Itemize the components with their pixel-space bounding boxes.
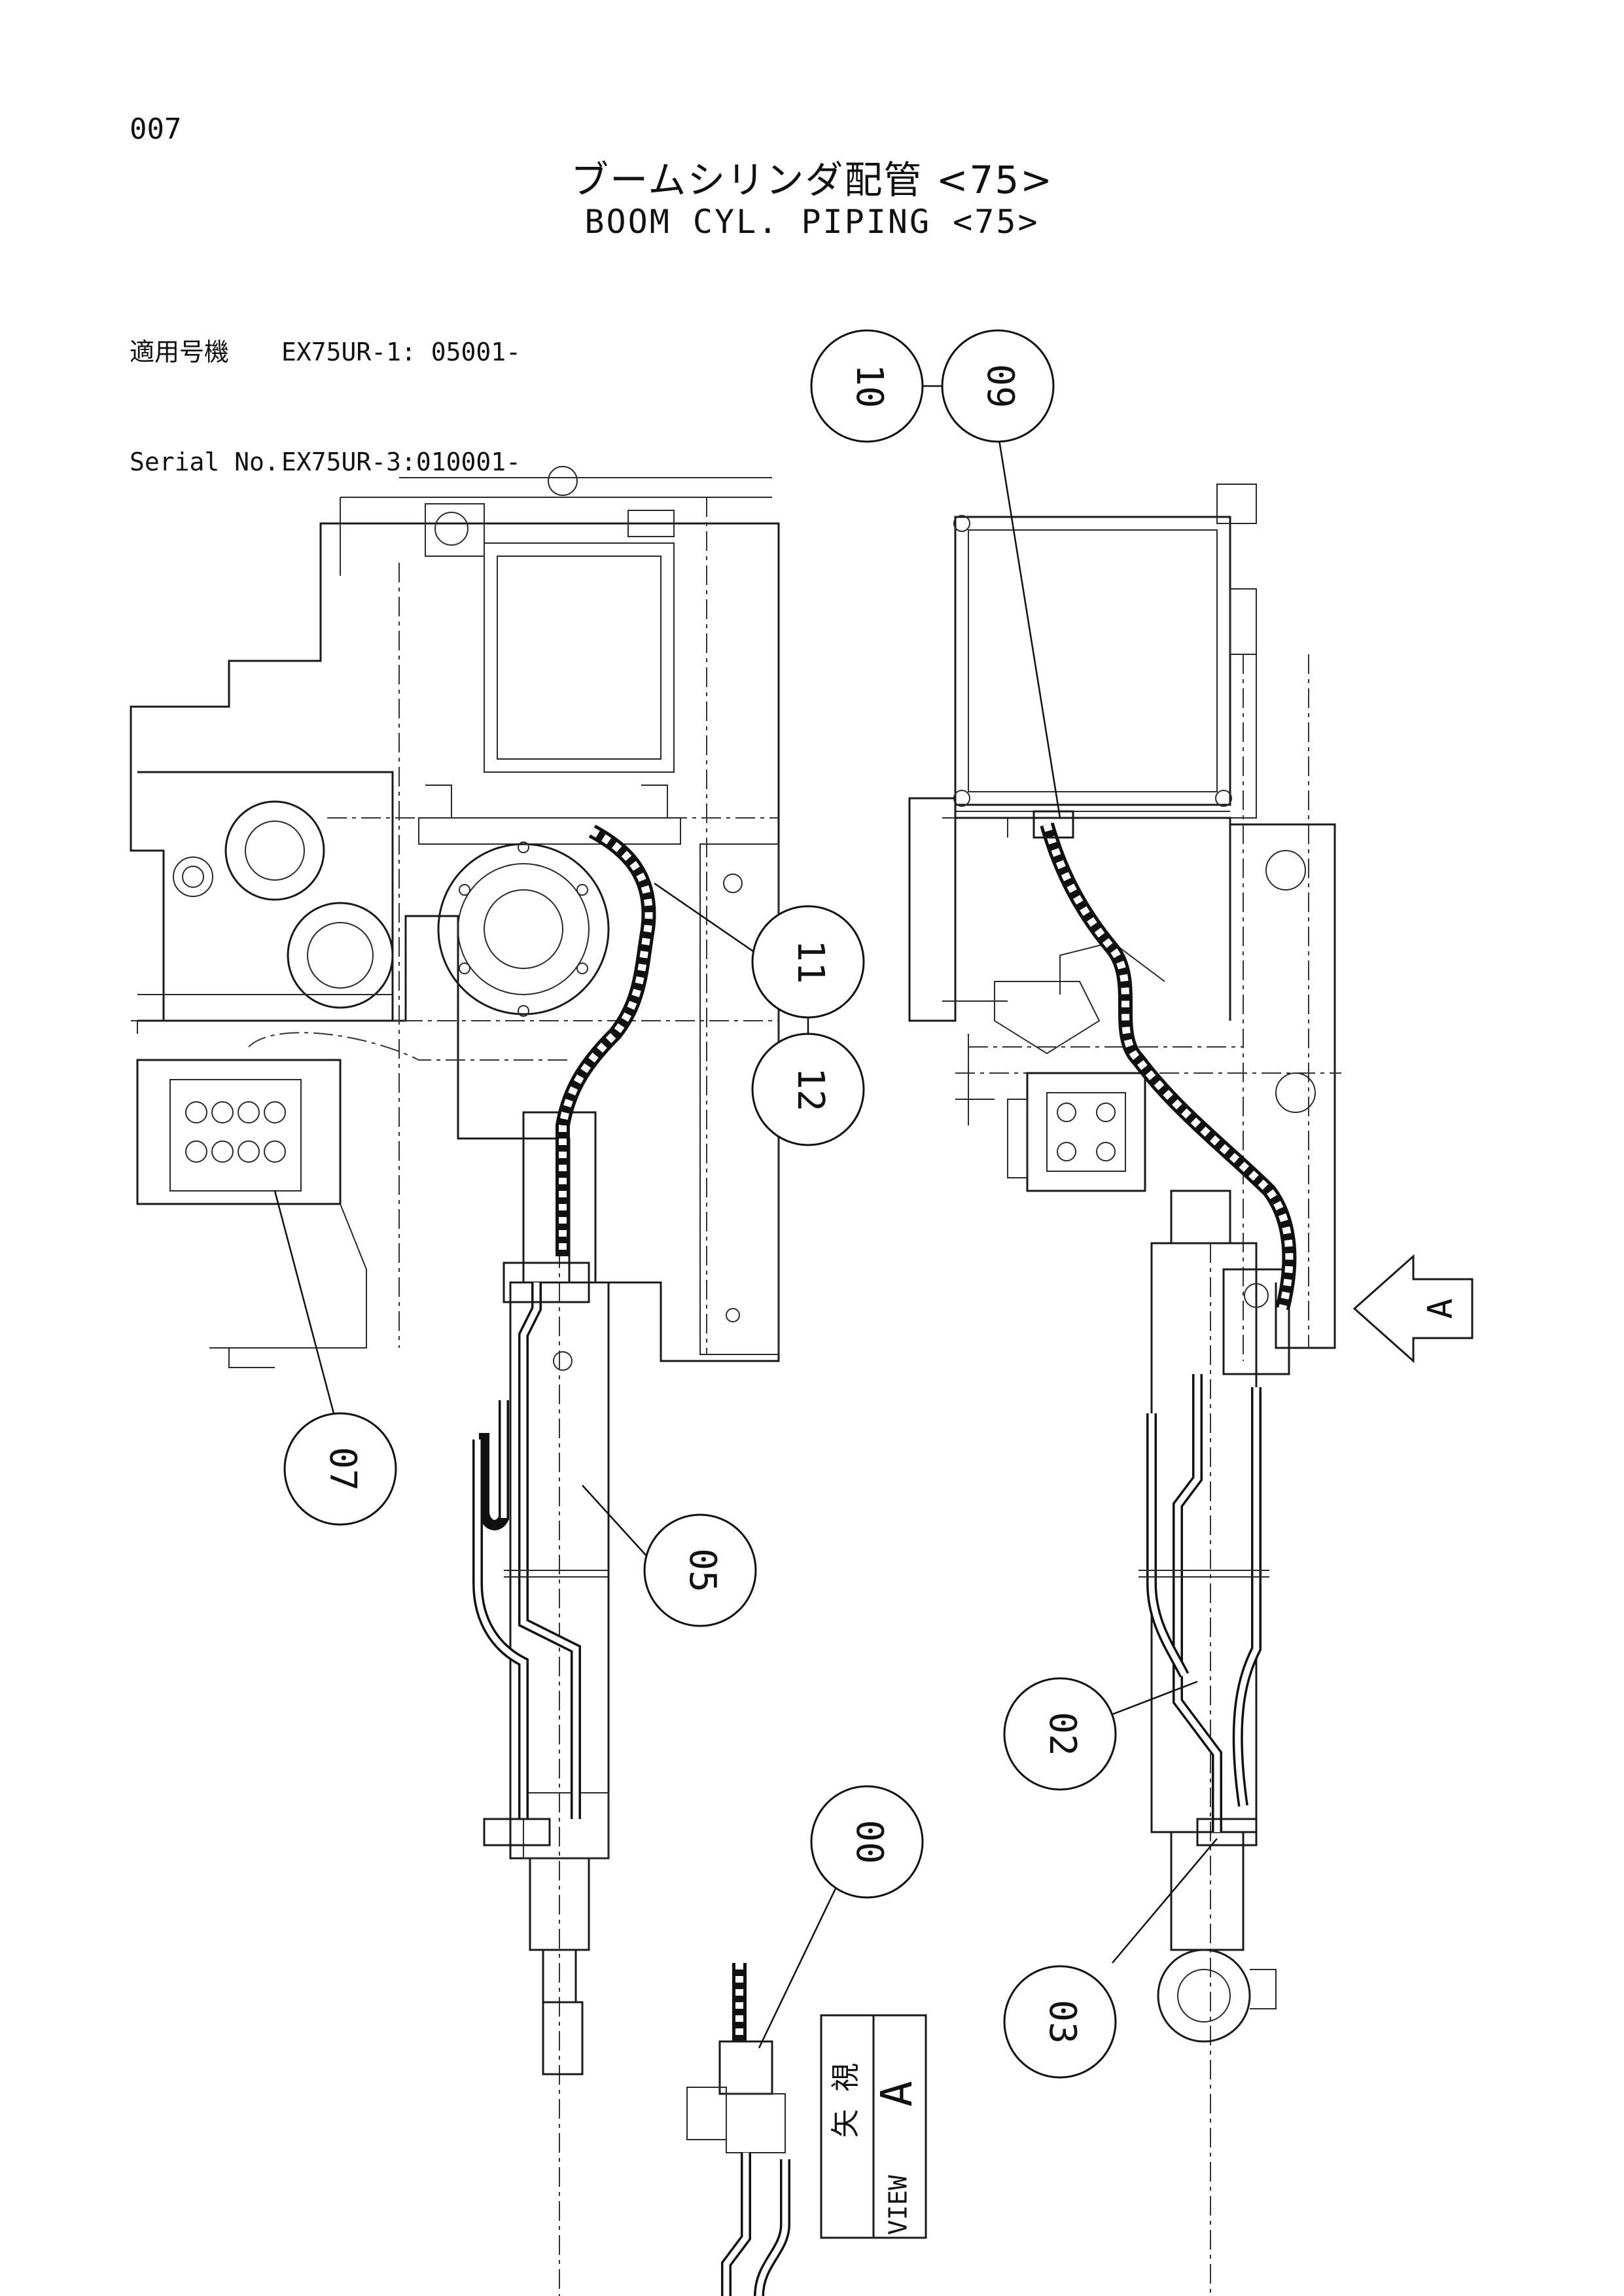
view-a-arrow: A: [1352, 1254, 1474, 1364]
left-pipe-05: [472, 1262, 609, 1846]
serial-row-2: Serial No. EX75UR-3:010001-: [130, 444, 521, 480]
right-control-valve: [955, 1034, 1243, 1192]
view-a-label-box: A 矢 視 VIEW: [820, 2014, 927, 2239]
callout-09: 09: [941, 329, 1061, 819]
svg-text:03: 03: [1041, 2000, 1084, 2043]
serial-row-1: 適用号機 EX75UR-1: 05001-: [130, 334, 521, 370]
view-box-en: VIEW: [884, 2175, 913, 2235]
callout-10: 10: [810, 329, 942, 443]
svg-text:07: 07: [321, 1447, 364, 1491]
left-boom-cylinder: [509, 1111, 610, 2296]
callout-05: 05: [582, 1485, 757, 1627]
serial-value-2: EX75UR-3:010001-: [281, 448, 521, 476]
view-box-jp: 矢 視: [829, 2063, 862, 2138]
serial-label-jp: 適用号機: [130, 338, 230, 366]
left-engine-pumps: [137, 771, 394, 1034]
right-hose-09: [1033, 810, 1297, 1311]
svg-text:10: 10: [848, 364, 891, 408]
callout-07: 07: [274, 1190, 397, 1526]
detail-view-a: [686, 1963, 790, 2296]
callout-02: 02: [1003, 1677, 1198, 1791]
svg-text:09: 09: [979, 364, 1021, 408]
view-box-letter: A: [872, 2081, 922, 2107]
callout-03: 03: [1003, 1838, 1218, 2079]
svg-text:02: 02: [1041, 1712, 1084, 1756]
page-number: 007: [130, 113, 182, 146]
serial-applicability: 適用号機 EX75UR-1: 05001- Serial No. EX75UR-…: [130, 260, 521, 517]
page-title-en: BOOM CYL. PIPING <75>: [584, 203, 1040, 241]
svg-text:12: 12: [789, 1067, 832, 1111]
left-swing-motor: [437, 841, 610, 1017]
svg-text:00: 00: [848, 1820, 891, 1863]
left-hose-11: [556, 824, 656, 1256]
right-pipe-02: [1139, 1374, 1269, 1846]
page-title-jp: ブームシリンダ配管 <75>: [571, 158, 1053, 202]
svg-text:05: 05: [681, 1548, 724, 1592]
left-frame-outline: [130, 466, 780, 1362]
callout-12: 12: [751, 1017, 865, 1146]
right-radiator: [953, 484, 1257, 819]
serial-label-en: Serial No.: [130, 448, 279, 476]
right-boom-cylinder: [1150, 1190, 1290, 2296]
serial-value-1: EX75UR-1: 05001-: [281, 338, 521, 366]
callout-00: 00: [758, 1785, 924, 2049]
callout-11: 11: [654, 882, 865, 1019]
svg-text:11: 11: [789, 940, 832, 983]
view-arrow-letter: A: [1421, 1298, 1460, 1318]
left-control-valve: [136, 1032, 569, 1368]
